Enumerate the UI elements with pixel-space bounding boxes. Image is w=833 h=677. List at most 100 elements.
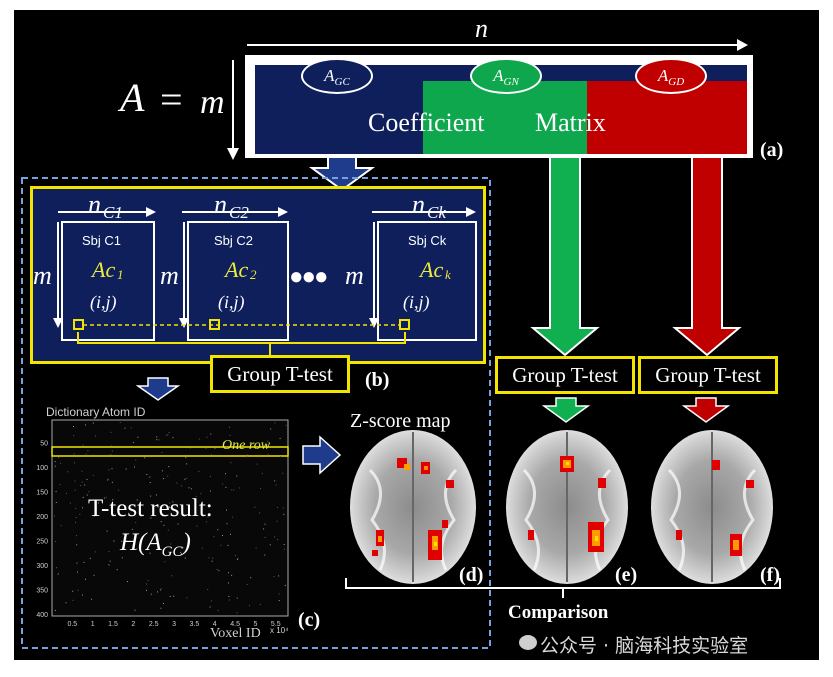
noise-speck [125, 540, 127, 542]
noise-speck [74, 489, 76, 491]
noise-speck [54, 461, 56, 463]
noise-speck [236, 597, 238, 599]
noise-speck [188, 545, 190, 547]
noise-speck [190, 488, 192, 490]
noise-speck [82, 444, 84, 446]
ac1-sub: 1 [117, 267, 124, 282]
noise-speck [185, 457, 187, 459]
noise-speck [75, 507, 77, 509]
noise-speck [201, 547, 203, 549]
ttest-result-line2: H(AGC) [120, 530, 191, 560]
noise-speck [156, 439, 158, 441]
noise-speck [231, 516, 233, 518]
noise-speck [91, 598, 92, 600]
noise-speck [282, 507, 284, 509]
noise-speck [260, 488, 262, 490]
noise-speck [121, 540, 123, 542]
noise-speck [184, 515, 185, 517]
noise-speck [86, 479, 88, 480]
noise-speck [217, 610, 219, 611]
noise-speck [207, 516, 209, 518]
noise-speck [150, 495, 152, 497]
noise-speck [172, 437, 174, 439]
noise-speck [67, 471, 69, 473]
noise-speck [95, 435, 96, 437]
noise-speck [180, 551, 182, 553]
noise-speck [124, 427, 126, 429]
noise-speck [264, 537, 266, 538]
ellipse-gc-a: A [324, 66, 335, 85]
panel-label-c: (c) [298, 609, 321, 631]
noise-speck [134, 609, 136, 611]
noise-speck [167, 475, 169, 477]
noise-speck [105, 496, 107, 498]
noise-speck [156, 494, 157, 496]
noise-speck [66, 492, 67, 494]
one-row-label: One row [222, 438, 271, 453]
noise-speck [160, 607, 162, 609]
noise-speck [282, 472, 284, 474]
noise-speck [55, 502, 57, 503]
noise-speck [146, 583, 147, 585]
voxel-xlabel-exp: x 10⁴ [270, 626, 289, 635]
equation-equals: = [160, 77, 183, 122]
ttest-box-b: Group T-test [210, 355, 350, 393]
noise-speck [86, 494, 88, 496]
noise-speck [266, 444, 268, 446]
noise-speck [278, 575, 280, 577]
m-label-2: m [160, 261, 179, 290]
noise-speck [92, 474, 94, 476]
ac1-label: Ac [92, 257, 116, 282]
noise-speck [159, 589, 161, 591]
noise-speck [56, 567, 57, 569]
noise-speck [162, 506, 164, 508]
n-c1-letter: n [88, 190, 101, 219]
noise-speck [172, 501, 174, 503]
noise-speck [54, 465, 56, 467]
noise-speck [58, 457, 60, 459]
noise-speck [276, 506, 278, 508]
noise-speck [79, 513, 81, 515]
brain-d [350, 430, 476, 584]
noise-speck [146, 474, 148, 475]
y-tick-label: 400 [36, 612, 48, 619]
noise-speck [130, 427, 132, 429]
x-tick-label: 5 [253, 621, 257, 628]
noise-speck [274, 536, 276, 538]
sbj-c1-title: Sbj C1 [82, 233, 122, 248]
voxel-xlabel: Voxel ID [210, 626, 261, 641]
noise-speck [110, 507, 112, 509]
noise-speck [263, 528, 265, 530]
noise-speck [60, 462, 62, 464]
noise-speck [173, 595, 175, 597]
noise-speck [186, 597, 188, 599]
ellipsis-dots: ●●● [289, 263, 328, 290]
noise-speck [163, 524, 165, 526]
equation-lhs: A [120, 75, 145, 120]
panel-label-a: (a) [760, 139, 784, 161]
noise-speck [57, 574, 59, 575]
noise-speck [108, 564, 110, 566]
noise-speck [162, 446, 164, 447]
noise-speck [76, 562, 78, 564]
noise-speck [103, 497, 105, 499]
noise-speck [198, 438, 200, 440]
noise-speck [81, 594, 83, 596]
noise-speck [259, 604, 261, 605]
noise-speck [186, 463, 188, 465]
noise-speck [73, 426, 74, 427]
noise-speck [225, 473, 226, 475]
noise-speck [72, 590, 74, 592]
ack-label: Ac [420, 257, 444, 282]
noise-speck [228, 596, 230, 597]
ack-sub: k [445, 267, 451, 282]
noise-speck [108, 551, 110, 552]
noise-speck [239, 447, 241, 449]
noise-speck [213, 536, 215, 538]
ellipse-gc-sub: GC [334, 76, 350, 88]
y-tick-label: 150 [36, 490, 48, 497]
noise-speck [76, 544, 78, 546]
noise-speck [170, 543, 172, 545]
ij-2: (i,j) [218, 292, 245, 312]
